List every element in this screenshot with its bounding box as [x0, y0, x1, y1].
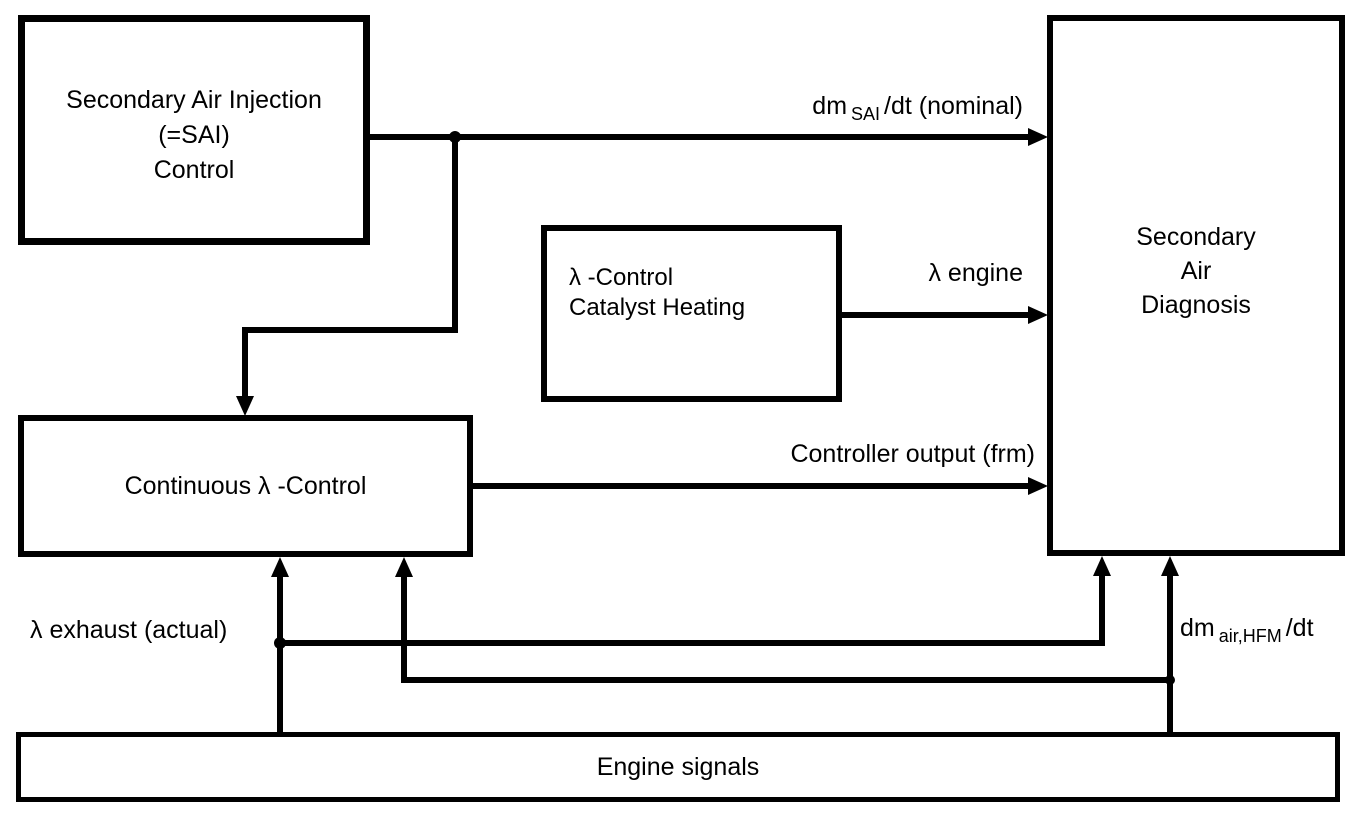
connector-sai-branch-vertical	[452, 134, 458, 333]
lambda-control-catalyst-heating-label-line1: λ -Control	[569, 264, 674, 291]
continuous-lambda-control-label: Continuous λ -Control	[124, 471, 367, 500]
connector-engine-to-continuous	[277, 575, 283, 732]
label-dm-sai-subscript: SAI	[851, 104, 881, 124]
connector-continuous-to-diagnosis	[473, 483, 1030, 489]
label-dm-air-hfm-prefix: dm	[1180, 614, 1215, 642]
arrowhead-controller-output	[1028, 477, 1048, 495]
arrowhead-exhaust-to-continuous	[271, 557, 289, 577]
arrowhead-exhaust-to-diagnosis	[1093, 556, 1111, 576]
sai-control-label-line1: Secondary Air Injection	[66, 85, 322, 114]
label-controller-output: Controller output (frm)	[790, 440, 1035, 468]
label-dm-sai-prefix: dm	[812, 92, 848, 120]
secondary-air-diagnosis-label-line2: Air	[1180, 256, 1212, 285]
connector-sai-branch-down	[242, 327, 248, 398]
arrowhead-hfm-to-diagnosis	[1161, 556, 1179, 576]
arrowhead-lambda-engine	[1028, 306, 1048, 324]
arrowhead-dm-sai-nominal	[1028, 128, 1048, 146]
junction-dot-hfm	[1165, 675, 1175, 685]
sai-control-box: Secondary Air Injection (=SAI) Control	[18, 15, 370, 245]
connector-engine-to-diagnosis	[1167, 574, 1173, 732]
label-lambda-exhaust: λ exhaust (actual)	[30, 616, 228, 644]
sai-control-label-line3: Control	[153, 155, 235, 184]
lambda-control-catalyst-heating-label-line2: Catalyst Heating	[569, 294, 746, 321]
label-dm-air-hfm-suffix: /dt	[1285, 614, 1314, 642]
secondary-air-diagnosis-label-line1: Secondary	[1136, 222, 1256, 251]
secondary-air-diagnosis-box: Secondary Air Diagnosis	[1047, 15, 1345, 556]
lambda-control-catalyst-heating-box: λ -Control Catalyst Heating	[541, 225, 842, 402]
sai-control-label-line2: (=SAI)	[158, 120, 230, 149]
connector-sai-to-diagnosis	[370, 134, 1030, 140]
label-dm-sai-suffix: /dt (nominal)	[884, 92, 1023, 120]
arrowhead-hfm-to-continuous	[395, 557, 413, 577]
arrowhead-sai-to-continuous	[236, 396, 254, 416]
connector-catalyst-to-diagnosis	[840, 312, 1030, 318]
connector-hfm-to-continuous	[401, 575, 407, 683]
connector-exhaust-vertical	[1099, 574, 1105, 646]
connector-hfm-horizontal	[404, 677, 1167, 683]
engine-signals-label: Engine signals	[596, 752, 760, 781]
label-lambda-engine: λ engine	[928, 259, 1023, 287]
secondary-air-diagnosis-label-line3: Diagnosis	[1141, 290, 1251, 319]
connector-sai-branch-horizontal	[242, 327, 458, 333]
label-dm-air-hfm-subscript: air,HFM	[1218, 626, 1282, 646]
continuous-lambda-control-box: Continuous λ -Control	[18, 415, 473, 557]
connector-exhaust-horizontal	[280, 640, 1105, 646]
engine-signals-box: Engine signals	[16, 732, 1340, 802]
